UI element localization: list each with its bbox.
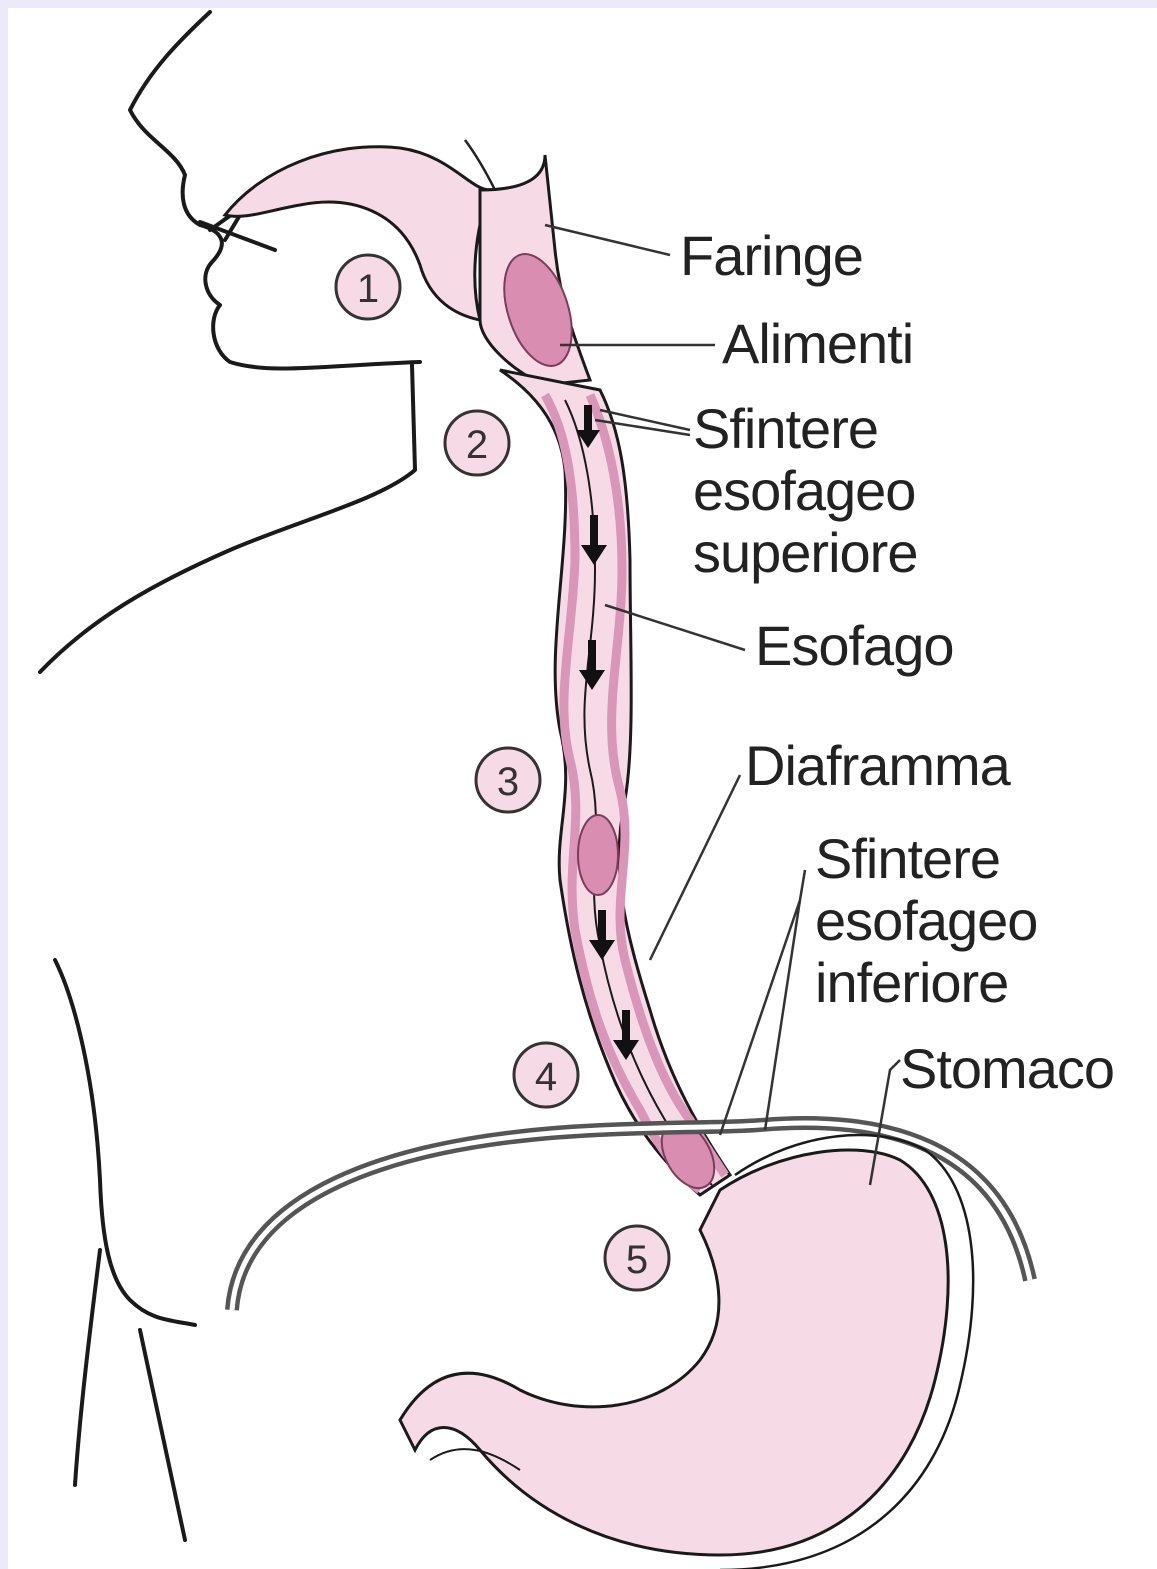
leader-diaphragm	[650, 775, 740, 960]
body-outline	[55, 960, 195, 1325]
label-lower-sphincter-3: inferiore	[815, 951, 1008, 1014]
step-4-number: 4	[535, 1055, 557, 1099]
stomach-shape	[400, 1150, 948, 1555]
label-diaphragm: Diaframma	[745, 734, 1012, 797]
label-esophagus: Esofago	[755, 614, 954, 677]
step-1-number: 1	[357, 267, 379, 311]
label-lower-sphincter-1: Sfintere	[815, 827, 1000, 890]
neck-front	[40, 365, 415, 672]
body-outline-lower	[75, 1250, 185, 1540]
leader-pharynx	[545, 225, 670, 255]
label-food: Alimenti	[722, 312, 913, 375]
label-upper-sphincter-3: superiore	[693, 521, 917, 584]
step-5-number: 5	[626, 1238, 648, 1282]
swallowing-diagram: 1 2 3 4 5 Faringe Alimenti Sfintere esof…	[8, 8, 1157, 1569]
step-4: 4	[514, 1043, 578, 1107]
step-3: 3	[476, 748, 540, 812]
label-upper-sphincter-2: esofageo	[693, 459, 915, 522]
diagram-frame: 1 2 3 4 5 Faringe Alimenti Sfintere esof…	[8, 8, 1157, 1569]
leader-lower-sphincter	[720, 870, 805, 1135]
step-2: 2	[445, 411, 509, 475]
step-1: 1	[336, 255, 400, 319]
label-upper-sphincter-1: Sfintere	[693, 397, 878, 460]
label-pharynx: Faringe	[680, 224, 863, 287]
bolus-esophagus	[578, 815, 618, 895]
step-3-number: 3	[497, 760, 519, 804]
label-lower-sphincter-2: esofageo	[815, 889, 1037, 952]
step-5: 5	[605, 1226, 669, 1290]
label-stomach: Stomaco	[900, 1037, 1114, 1100]
step-2-number: 2	[466, 423, 488, 467]
